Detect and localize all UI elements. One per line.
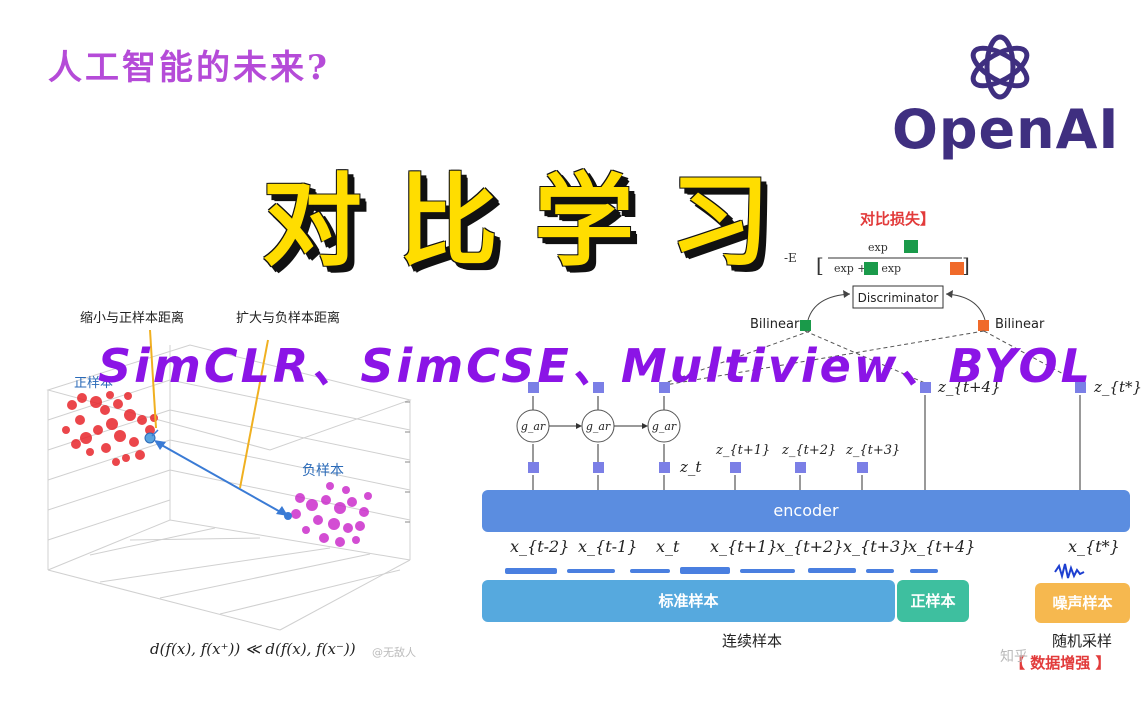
loss-formula: -E [ ] exp exp + ∑ exp (784, 240, 970, 277)
negative-label: 负样本 (302, 463, 344, 479)
openai-logo-text: OpenAI (892, 98, 1120, 161)
z-label-tstar: z_{t*} (1093, 378, 1142, 396)
z-square-t1 (730, 462, 741, 473)
gar-label-1: g_ar (521, 420, 546, 433)
encoder-bar: encoder (482, 490, 1130, 532)
scatter-3d-plot (46, 330, 412, 631)
noise-waveform (1054, 563, 1085, 580)
shrink-label: 缩小与正样本距离 (80, 311, 185, 326)
loss-prefix: -E (784, 251, 797, 265)
expand-pointer (239, 339, 269, 489)
bilinear-right-label: Bilinear (995, 317, 1045, 332)
discriminator-label: Discriminator (858, 291, 939, 305)
svg-text:[: [ (816, 253, 824, 277)
z-label-t3: z_{t+3} (845, 443, 900, 458)
x-label-t: x_t (656, 537, 680, 556)
bilinear-right-square (978, 320, 989, 331)
z-square-t3 (857, 462, 868, 473)
x-label-tstar: x_{t*} (1068, 537, 1120, 556)
context-square-1 (528, 382, 539, 393)
bilinear-left-square (800, 320, 811, 331)
openai-logo-icon (970, 34, 1030, 100)
loss-numerator: exp (868, 241, 888, 254)
contrast-loss-label: 对比损失】 (860, 210, 936, 228)
methods-title: SimCLR、SimCSE、Multiview、BYOL (98, 339, 1093, 393)
main-title: 对比学习 (262, 163, 806, 280)
context-square-3 (659, 382, 670, 393)
z-label-t: z_t (679, 458, 702, 476)
positive-cluster (62, 391, 158, 466)
random-sampling-label: 随机采样 (1052, 632, 1113, 650)
gar-label-3: g_ar (652, 420, 677, 433)
audio-waveform (505, 567, 938, 574)
standard-samples-bar: 标准样本 (482, 580, 895, 622)
z-label-t4: z_{t+4} (937, 378, 1001, 396)
x-label-t4: x_{t+4} (908, 537, 975, 556)
subtitle: 人工智能的未来? (48, 48, 330, 88)
z-square-t (659, 462, 670, 473)
cpc-diagram: -E [ ] exp exp + ∑ exp Discriminator Bil… (505, 240, 1142, 580)
x-label-t-1: x_{t-1} (578, 537, 637, 556)
z-square-t-1 (593, 462, 604, 473)
negative-cluster (291, 482, 372, 547)
svg-text:]: ] (962, 253, 970, 277)
x-label-t-2: x_{t-2} (510, 537, 569, 556)
discriminator-box (852, 285, 944, 309)
continuous-samples-label: 连续样本 (722, 632, 783, 650)
positive-sample-bar: 正样本 (897, 580, 969, 622)
plot-grid (46, 344, 412, 631)
noise-samples-bar: 噪声样本 (1035, 583, 1130, 623)
shrink-pointer (149, 330, 157, 429)
x-label-t2: x_{t+2} (776, 537, 843, 556)
expand-label: 扩大与负样本距离 (236, 311, 341, 326)
bilinear-left-label: Bilinear (750, 317, 800, 332)
z-square-t2 (795, 462, 806, 473)
z-square-t4 (920, 382, 931, 393)
loss-green-square (904, 240, 918, 253)
x-label-t3: x_{t+3} (843, 537, 910, 556)
distance-arrow (157, 442, 285, 515)
gar-label-2: g_ar (586, 420, 611, 433)
z-label-t2: z_{t+2} (781, 443, 836, 458)
context-square-2 (593, 382, 604, 393)
z-square-tstar (1075, 382, 1086, 393)
scatter-watermark: @无敌人 (372, 646, 416, 659)
data-augmentation-label: 【 数据增强 】 (1010, 654, 1111, 672)
z-square-t-2 (528, 462, 539, 473)
zhihu-watermark: 知乎 (1000, 649, 1028, 665)
positive-label: 正样本 (74, 376, 114, 391)
distance-formula: d(f(x), f(x⁺)) ≪ d(f(x), f(x⁻)) (150, 640, 356, 658)
x-label-t1: x_{t+1} (710, 537, 777, 556)
z-label-t1: z_{t+1} (715, 443, 770, 458)
